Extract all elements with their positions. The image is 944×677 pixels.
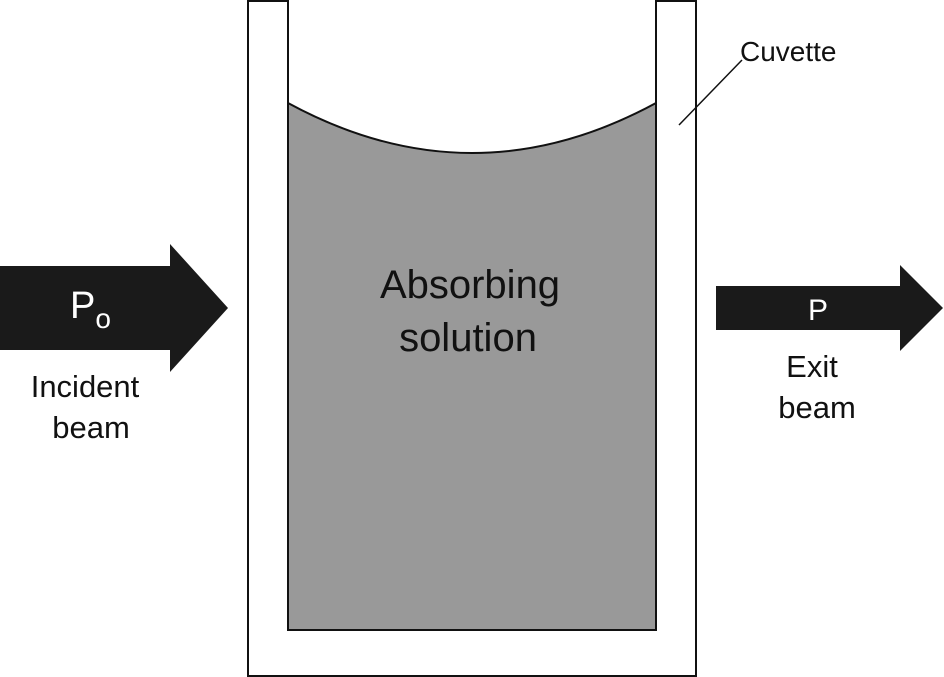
solution-label-line2: solution <box>399 316 537 360</box>
exit-label-line1: Exit <box>786 349 838 384</box>
exit-beam-arrow <box>716 265 943 351</box>
incident-power-symbol: Po <box>70 285 111 334</box>
cuvette-label: Cuvette <box>740 36 837 67</box>
incident-power-letter: P <box>70 285 95 327</box>
incident-label-line2: beam <box>52 410 130 445</box>
exit-power-symbol: P <box>808 294 828 327</box>
solution-label-line1: Absorbing <box>380 263 560 307</box>
cuvette-leader-line <box>678 59 743 126</box>
incident-label-line1: Incident <box>31 369 140 404</box>
absorbing-solution-fill <box>287 101 657 631</box>
incident-beam-arrow <box>0 244 228 372</box>
exit-label-line2: beam <box>778 390 856 425</box>
incident-power-subscript: o <box>95 303 111 334</box>
